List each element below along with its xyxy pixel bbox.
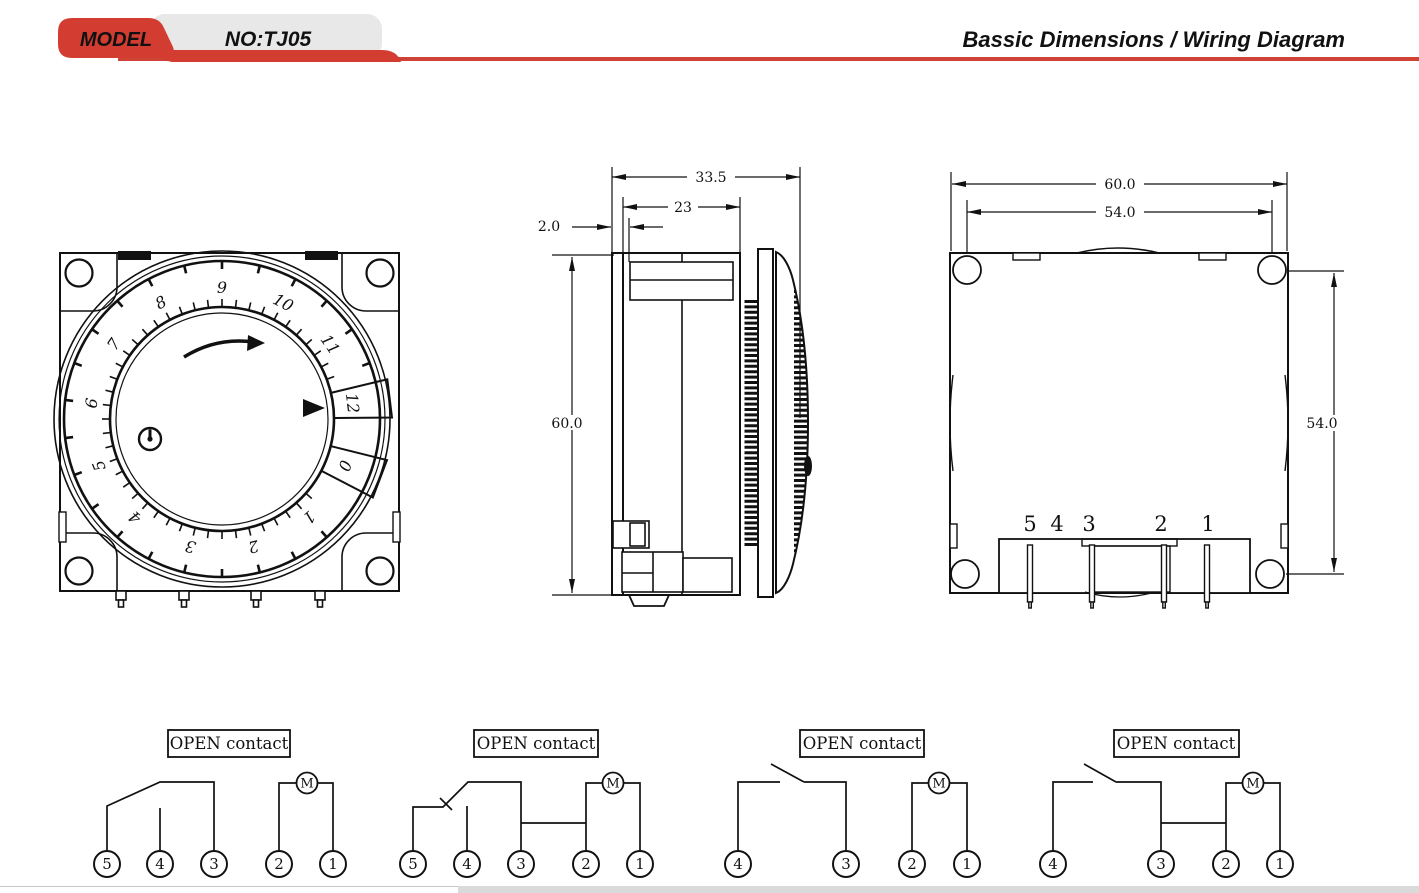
motor-label: M: [300, 777, 313, 792]
dial-number: 12: [342, 392, 363, 414]
terminal: 2: [1221, 855, 1231, 873]
terminal: 4: [155, 855, 165, 873]
back-pins: [1026, 544, 1211, 609]
wiring-diagram-2: OPEN contact M 5 4 3 2 1: [399, 729, 654, 878]
terminal-label: 2: [1154, 512, 1167, 536]
wiring-diagram-3: OPEN contact M 4 3 2 1: [724, 729, 981, 878]
terminal-block: [998, 538, 1251, 598]
terminals: 5 4 3 2 1: [93, 850, 347, 878]
side-body: [611, 252, 741, 607]
wires: [106, 781, 334, 851]
terminal-label: 4: [1050, 512, 1063, 536]
dim-depth-total: 33.5: [695, 170, 726, 186]
terminal: 2: [274, 855, 284, 873]
motor-circle: [1241, 771, 1265, 795]
terminals: 4 3 2 1: [1039, 850, 1294, 878]
motor-circle: [927, 771, 951, 795]
motor-label: M: [932, 777, 945, 792]
motor-label: M: [1246, 777, 1259, 792]
open-contact-label: OPEN contact: [803, 734, 922, 753]
terminal: 1: [1275, 855, 1285, 873]
dim-flange: 2.0: [538, 219, 560, 235]
motor-circle: [295, 771, 319, 795]
header-accent-rule: [118, 57, 1419, 61]
horizontal-scrollbar[interactable]: [0, 886, 1419, 893]
terminal: 2: [581, 855, 591, 873]
open-contact-box: [1113, 729, 1240, 758]
terminal: 3: [1156, 855, 1166, 873]
dial-number: 2: [246, 536, 261, 557]
terminal: 5: [102, 855, 112, 873]
front-pins: [115, 590, 326, 608]
motor-label: M: [606, 777, 619, 792]
dim-hole-span: 54.0: [1104, 205, 1135, 221]
side-dimension-labels: 33.5 23 2.0 60.0: [538, 169, 735, 432]
terminal: 3: [841, 855, 851, 873]
terminal: 3: [516, 855, 526, 873]
rotation-arrow-icon: [183, 335, 265, 359]
terminal: 4: [1048, 855, 1058, 873]
terminal: 4: [733, 855, 743, 873]
model-no-label: NO:TJ05: [225, 28, 312, 51]
open-contact-box: [167, 729, 291, 758]
model-badge-label: MODEL: [80, 29, 152, 51]
open-contact-box: [799, 729, 925, 758]
terminal-label: 5: [1023, 512, 1036, 536]
open-contact-label: OPEN contact: [477, 734, 596, 753]
terminal: 1: [635, 855, 645, 873]
dial-ticks: [64, 261, 371, 577]
side-plate: [757, 248, 774, 598]
terminals: 5 4 3 2 1: [399, 850, 654, 878]
dial-number: 3: [183, 536, 197, 557]
dial-wheel: [775, 250, 812, 595]
page-title: Bassic Dimensions / Wiring Diagram: [962, 27, 1345, 52]
terminal: 1: [328, 855, 338, 873]
open-contact-label: OPEN contact: [170, 734, 289, 753]
terminal: 2: [907, 855, 917, 873]
back-plate: [949, 247, 1289, 594]
open-contact-label: OPEN contact: [1117, 734, 1236, 753]
front-view: 0 1 2 3 4 5 6 7 8 9 10 11 12: [53, 250, 401, 608]
back-dimension-labels: 60.0 54.0 54.0: [1096, 176, 1344, 432]
motor-circle: [601, 771, 625, 795]
dim-hole-span-vertical: 54.0: [1306, 416, 1337, 432]
terminal: 4: [462, 855, 472, 873]
dim-height: 60.0: [551, 416, 582, 432]
wires: [737, 763, 968, 851]
terminals: 4 3 2 1: [724, 850, 981, 878]
scrollbar-thumb[interactable]: [0, 886, 458, 893]
wires: [412, 781, 641, 851]
model-badge: [58, 18, 175, 58]
badge-swoosh: [162, 50, 401, 62]
wires: [1052, 763, 1281, 851]
back-view: 5 4 3 2 1 60.0 54.0 54.0: [949, 172, 1344, 609]
dial-sector-tabs: [321, 378, 394, 499]
dial-pointer-icon: [303, 399, 325, 417]
terminal: 1: [962, 855, 972, 873]
dial-number: 9: [217, 278, 227, 297]
clock-icon: [137, 426, 163, 452]
dim-width: 60.0: [1104, 177, 1135, 193]
terminal: 3: [209, 855, 219, 873]
model-no-badge: [150, 14, 382, 58]
open-contact-box: [473, 729, 599, 758]
terminal: 5: [408, 855, 418, 873]
side-view: 33.5 23 2.0 60.0: [538, 167, 812, 607]
terminal-number-labels: 5 4 3 2 1: [1023, 512, 1214, 536]
header-badges: MODEL NO:TJ05: [58, 14, 401, 62]
dial-number: 6: [81, 397, 101, 409]
terminal-label: 1: [1201, 512, 1214, 536]
terminal-label: 3: [1082, 512, 1095, 536]
wiring-diagram-1: OPEN contact M 5 4 3 2 1: [93, 729, 347, 878]
dim-depth-body: 23: [674, 200, 692, 216]
wiring-diagram-4: OPEN contact M 4 3 2 1: [1039, 729, 1294, 878]
